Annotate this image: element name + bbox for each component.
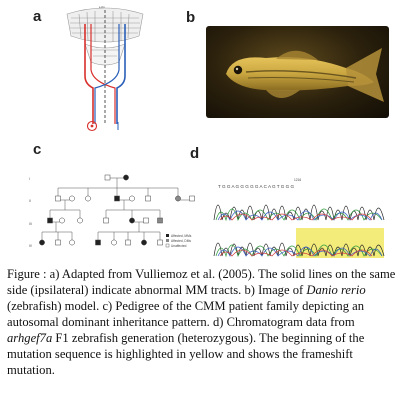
pedigree-lines (41, 177, 192, 240)
panel-letter-c: c (33, 141, 42, 158)
legend-item-3: Unaffected (171, 244, 187, 248)
generation-label-2: II (29, 199, 31, 203)
pedigree-legend: Affected, MMs Affected, DMs Unaffected (165, 234, 192, 248)
panel-letter-a: a (33, 8, 42, 25)
figure-caption: Figure : a) Adapted from Vulliemoz et al… (7, 266, 399, 378)
hand-marker-dot (90, 124, 94, 128)
caption-species: Danio rerio (306, 283, 366, 297)
generation-labels: I II III IV (29, 177, 33, 248)
panel-letter-d: d (190, 145, 200, 162)
hand-marker-left (86, 120, 98, 132)
panel-a-tract-diagram: MRI (66, 6, 144, 132)
blue-tract-right (116, 24, 126, 124)
caption-part-a: Figure : a) Adapted from Vulliemoz et al… (7, 267, 396, 297)
generation-label-1: I (29, 177, 30, 181)
caption-part-c: F1 zebrafish generation (heterozygous). … (7, 331, 365, 377)
chromatogram-position-label: 1216 (294, 178, 301, 182)
panel-b-zebrafish-photo (206, 26, 389, 118)
red-tract-left (84, 24, 94, 124)
legend-swatch-1 (166, 234, 169, 237)
blue-tract-cross (94, 24, 120, 124)
pedigree-individuals (39, 174, 195, 246)
panel-d-chromatogram: 1216 T G G A G G G G G A C A G T G G G (213, 178, 385, 258)
generation-label-3: III (29, 222, 32, 226)
panel-letter-b: b (186, 9, 196, 26)
legend-item-1: Affected, MMs (171, 234, 192, 238)
legend-item-2: Affected, DMs (171, 239, 191, 243)
panel-c-pedigree: I II III IV Affected, MMs Affect (29, 174, 195, 248)
legend-swatch-2 (166, 239, 169, 242)
chromatogram-traces-bottom (213, 242, 385, 258)
chromatogram-traces-top (213, 204, 385, 222)
chromatogram-sequence: T G G A G G G G G A C A G T G G G (218, 184, 295, 189)
zebrafish-image (226, 48, 384, 102)
legend-swatch-3 (165, 243, 170, 248)
caption-gene: arhgef7a (7, 331, 53, 345)
generation-label-4: IV (29, 244, 33, 248)
red-tract-cross (90, 24, 116, 124)
caption-part-b: (zebrafish) model. c) Pedigree of the CM… (7, 299, 365, 329)
